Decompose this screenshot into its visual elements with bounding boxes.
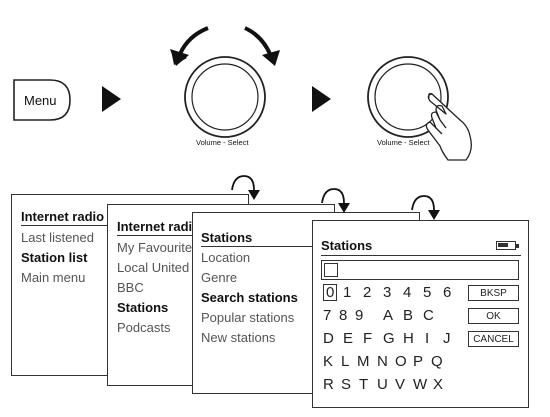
- screen-panel-search-keyboard: Stations 0 1 2 3 4 5 6 7 8 9 A B C D E F…: [312, 220, 529, 408]
- menu-button-shape[interactable]: [13, 79, 71, 121]
- key-e[interactable]: E: [343, 330, 354, 347]
- play-arrow-icon: [102, 86, 121, 112]
- key-f[interactable]: F: [363, 330, 373, 347]
- panel-title: Stations: [321, 238, 373, 253]
- knob-caption: Volume - Select: [377, 138, 430, 147]
- menu-item-main-menu[interactable]: Main menu: [21, 270, 86, 285]
- menu-item-station-list[interactable]: Station list: [21, 250, 88, 265]
- key-o[interactable]: O: [395, 353, 407, 370]
- play-arrow-icon: [312, 86, 331, 112]
- backspace-button[interactable]: BKSP: [468, 285, 519, 301]
- battery-icon: [496, 241, 519, 250]
- menu-item-search-stations[interactable]: Search stations: [201, 290, 298, 305]
- key-4[interactable]: 4: [403, 284, 412, 301]
- title-divider: [201, 246, 411, 248]
- rotate-left-arrow-icon: [170, 26, 209, 66]
- text-cursor: [324, 263, 338, 277]
- rotate-right-arrow-icon: [244, 26, 280, 66]
- key-b[interactable]: B: [403, 307, 414, 324]
- menu-item-new-stations[interactable]: New stations: [201, 330, 276, 345]
- hand-press-icon: [425, 92, 472, 161]
- menu-item[interactable]: My Favourites: [117, 240, 199, 255]
- curved-arrow-icon: [411, 195, 435, 211]
- key-q[interactable]: Q: [431, 353, 443, 370]
- key-0[interactable]: 0: [323, 284, 338, 301]
- key-h[interactable]: H: [403, 330, 414, 347]
- menu-button-label[interactable]: Menu: [24, 93, 57, 108]
- key-1[interactable]: 1: [343, 284, 352, 301]
- cancel-button[interactable]: CANCEL: [468, 331, 519, 347]
- key-t[interactable]: T: [359, 376, 369, 393]
- knob-caption: Volume - Select: [196, 138, 249, 147]
- menu-item[interactable]: BBC: [117, 280, 144, 295]
- key-p[interactable]: P: [413, 353, 424, 370]
- key-r[interactable]: R: [323, 376, 334, 393]
- key-7[interactable]: 7: [323, 307, 332, 324]
- key-9[interactable]: 9: [355, 307, 364, 324]
- curved-arrow-icon: [248, 190, 260, 200]
- key-v[interactable]: V: [395, 376, 406, 393]
- menu-item-last-listened[interactable]: Last listened: [21, 230, 94, 245]
- key-l[interactable]: L: [341, 353, 350, 370]
- menu-item-stations[interactable]: Stations: [117, 300, 169, 315]
- key-k[interactable]: K: [323, 353, 334, 370]
- curved-arrow-icon: [231, 175, 255, 191]
- key-m[interactable]: M: [357, 353, 370, 370]
- menu-item-location[interactable]: Location: [201, 250, 251, 265]
- ok-button[interactable]: OK: [468, 308, 519, 324]
- menu-item-popular-stations[interactable]: Popular stations: [201, 310, 295, 325]
- key-c[interactable]: C: [423, 307, 434, 324]
- menu-item-genre[interactable]: Genre: [201, 270, 238, 285]
- panel-title: Internet radio: [21, 209, 105, 224]
- key-i[interactable]: I: [425, 330, 430, 347]
- volume-select-knob[interactable]: [184, 56, 266, 138]
- curved-arrow-icon: [428, 210, 440, 220]
- key-a[interactable]: A: [383, 307, 394, 324]
- key-j[interactable]: J: [443, 330, 451, 347]
- key-w[interactable]: W: [413, 376, 428, 393]
- key-2[interactable]: 2: [363, 284, 372, 301]
- key-3[interactable]: 3: [383, 284, 392, 301]
- key-n[interactable]: N: [377, 353, 388, 370]
- menu-item[interactable]: Local United: [117, 260, 190, 275]
- curved-arrow-icon: [338, 203, 350, 213]
- curved-arrow-icon: [321, 188, 345, 204]
- key-x[interactable]: X: [433, 376, 444, 393]
- key-5[interactable]: 5: [423, 284, 432, 301]
- key-d[interactable]: D: [323, 330, 334, 347]
- key-s[interactable]: S: [341, 376, 352, 393]
- key-8[interactable]: 8: [339, 307, 348, 324]
- key-g[interactable]: G: [383, 330, 395, 347]
- search-input[interactable]: [321, 260, 519, 280]
- key-u[interactable]: U: [377, 376, 388, 393]
- panel-title: Internet radio: [117, 219, 201, 234]
- title-divider: [321, 255, 521, 257]
- key-6[interactable]: 6: [443, 284, 452, 301]
- panel-title: Stations: [201, 230, 253, 245]
- menu-item[interactable]: Podcasts: [117, 320, 171, 335]
- volume-select-knob-pressed[interactable]: [367, 56, 449, 138]
